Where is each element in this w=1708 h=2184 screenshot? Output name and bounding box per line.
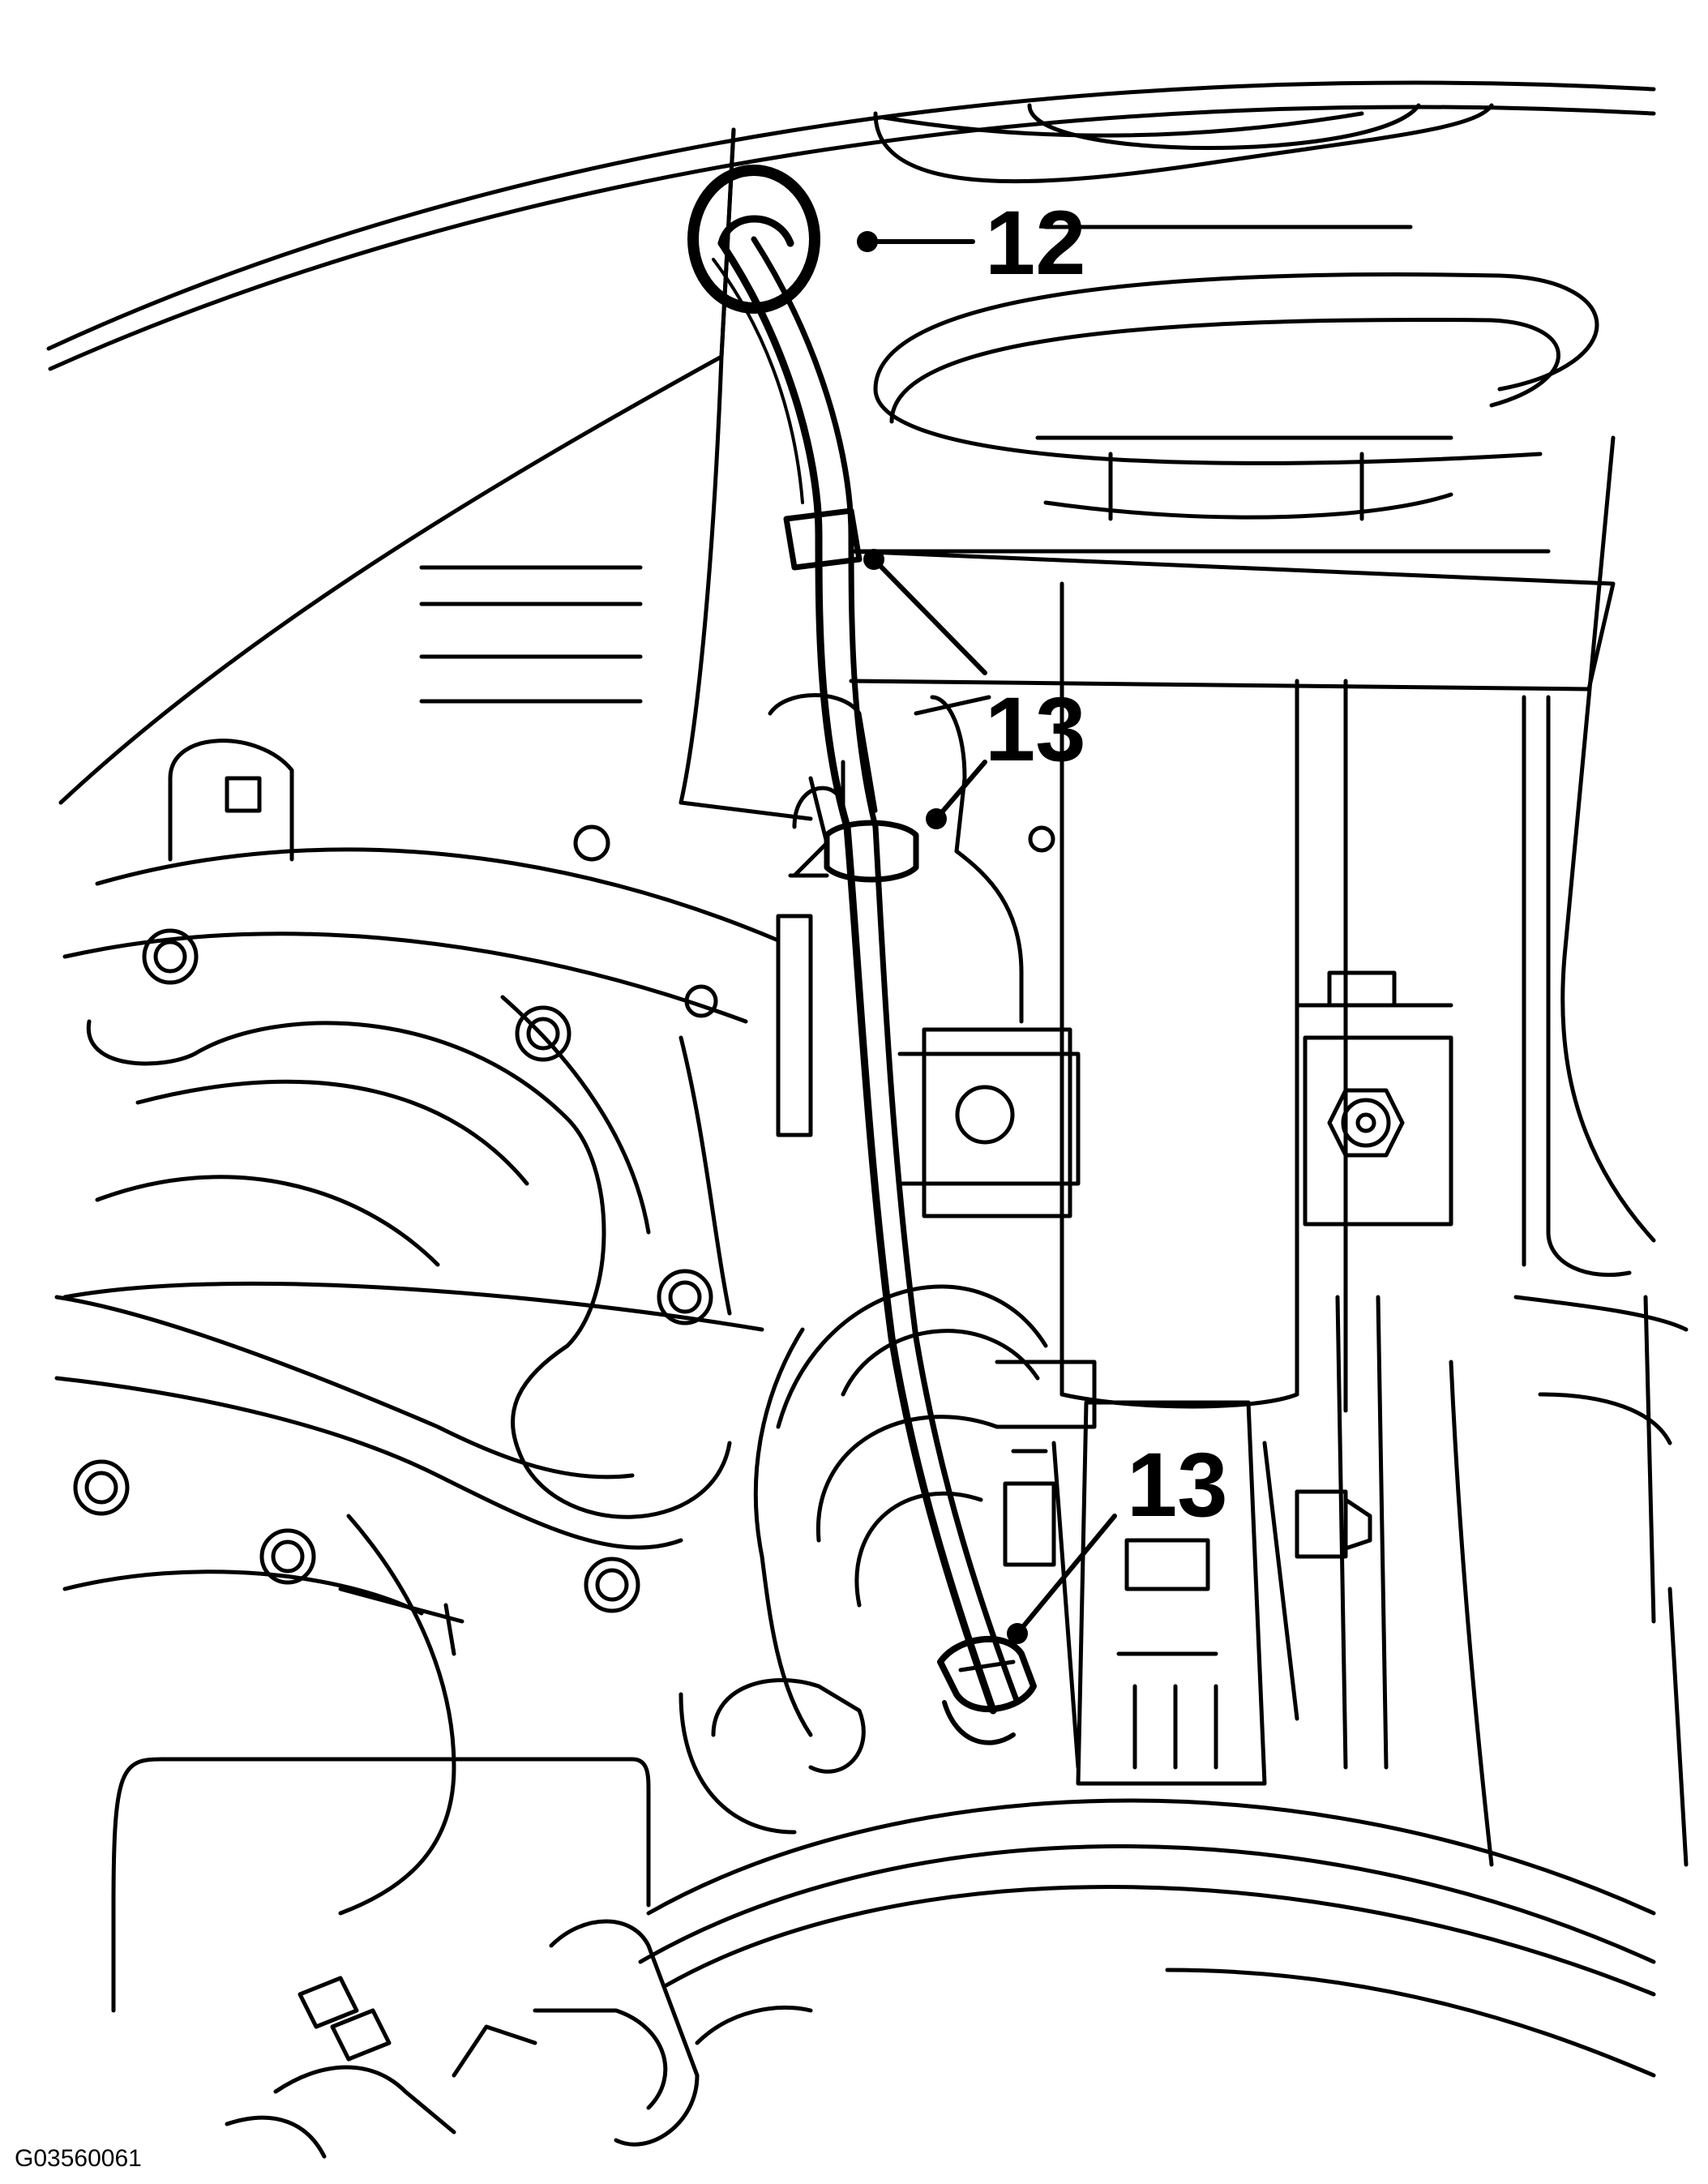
transmission-bolts bbox=[73, 928, 713, 1656]
brake-hose bbox=[712, 236, 1021, 1715]
callout-label-12: 12 bbox=[985, 192, 1086, 293]
nut-icon bbox=[1327, 1088, 1405, 1158]
steering-knuckle bbox=[995, 1295, 1389, 1786]
bolt-icon bbox=[515, 1005, 571, 1062]
bolt-icon bbox=[73, 1459, 130, 1516]
hose-bracket bbox=[768, 693, 1024, 1024]
bolt-icon bbox=[657, 1269, 713, 1325]
grommet bbox=[687, 165, 820, 314]
bolt-icon bbox=[259, 1528, 316, 1585]
strut-brackets bbox=[897, 970, 1453, 1227]
inner-fender-panel bbox=[58, 127, 1055, 1018]
hose-end-fitting bbox=[937, 1635, 1037, 1745]
bracket-hole-icon bbox=[955, 1085, 1015, 1145]
callout-label-13-lower: 13 bbox=[1127, 1434, 1228, 1535]
bolt-icon bbox=[584, 1557, 640, 1613]
figure-id: G03560061 bbox=[15, 2145, 142, 2172]
subframe bbox=[62, 739, 781, 1332]
hub-and-axle bbox=[678, 1284, 1048, 1835]
strut-tube bbox=[849, 435, 1656, 1413]
coil-spring bbox=[849, 103, 1599, 554]
transmission-cover bbox=[54, 995, 732, 1916]
brake-caliper bbox=[111, 1757, 700, 2159]
callout-leaders bbox=[857, 231, 1117, 1644]
bolt-icon bbox=[142, 928, 199, 985]
callout-label-13-upper: 13 bbox=[985, 679, 1086, 780]
fender-arch bbox=[46, 80, 1656, 371]
hose-clips bbox=[776, 507, 919, 1137]
brake-rotor bbox=[638, 1295, 1689, 2078]
